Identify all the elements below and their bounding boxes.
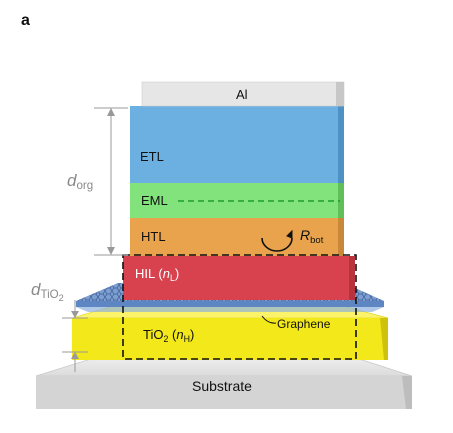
eml-label: EML [141,193,168,208]
hil-label: HIL (nL) [135,266,180,283]
d-org-d: d [67,171,77,190]
tio2-label: TiO2 (nH) [143,327,195,344]
r-bot-r: R [300,227,311,243]
etl-layer [130,106,344,183]
panel-label: a [21,12,30,29]
graphene-label: Graphene [277,317,331,331]
dashed-outline [122,254,357,360]
htl-label: HTL [141,229,166,244]
hil-text: HIL ( [135,266,163,281]
etl-label: ETL [140,149,164,164]
substrate-label: Substrate [192,378,252,394]
d-tio2-dimension [62,300,88,372]
substrate-layer [35,357,413,409]
tio2-close: ) [189,327,195,342]
tio2-n: n [176,327,184,342]
al-layer [141,81,345,107]
reflection-arrow-icon [261,229,293,252]
hil-layer [123,256,355,300]
htl-layer [130,218,344,256]
r-bot-label: Rbot [300,227,323,245]
d-tio2-sub-text: TiO [40,289,59,301]
graphene-pointer [261,315,277,324]
tio2-layer [71,303,389,360]
d-org-label: dorg [67,171,94,192]
tio2-n-sub: H [183,334,190,344]
eml-layer [130,183,344,218]
al-label: Al [236,87,248,102]
d-tio2-sub-2: 2 [58,293,64,303]
d-tio2-d: d [31,280,41,299]
d-tio2-sub: TiO2 [40,289,64,303]
tio2-sub: 2 [163,334,169,344]
d-org-sub: org [76,180,94,192]
hil-close: ) [174,266,180,281]
d-org-dimension [94,107,128,256]
hil-n-sub: L [169,273,175,283]
r-bot-sub: bot [310,235,324,246]
tio2-open: ( [168,327,177,342]
hil-n: n [162,266,170,281]
d-tio2-label: dTiO2 [31,280,64,303]
tio2-text: TiO [143,327,164,342]
